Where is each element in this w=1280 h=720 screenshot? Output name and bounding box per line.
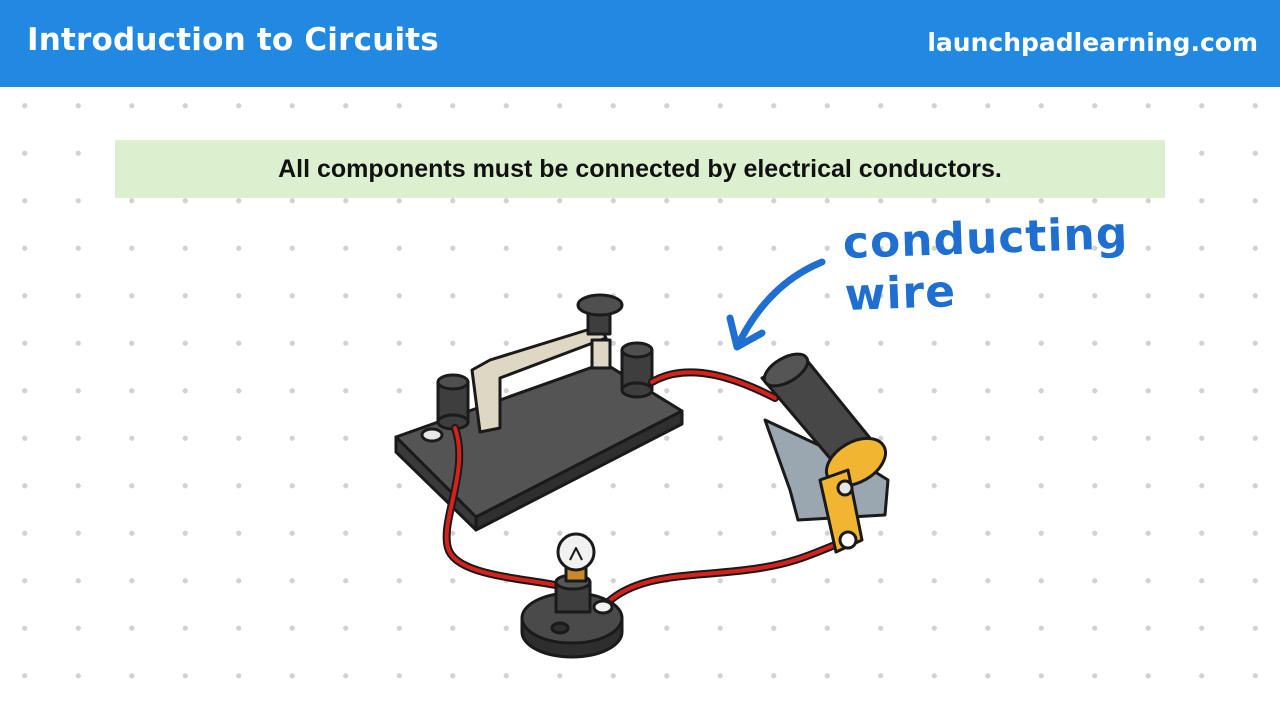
conducting-wire	[442, 368, 852, 609]
site-url: launchpadlearning.com	[927, 28, 1258, 57]
annotation-arrow	[726, 258, 826, 351]
knife-switch	[394, 293, 684, 532]
light-bulb-holder	[520, 532, 624, 659]
page-title: Introduction to Circuits	[27, 22, 439, 58]
statement-text: All components must be connected by elec…	[278, 154, 1002, 183]
header-bar: Introduction to Circuits launchpadlearni…	[0, 0, 1280, 87]
statement-banner: All components must be connected by elec…	[115, 140, 1165, 198]
electric-motor	[760, 352, 890, 554]
